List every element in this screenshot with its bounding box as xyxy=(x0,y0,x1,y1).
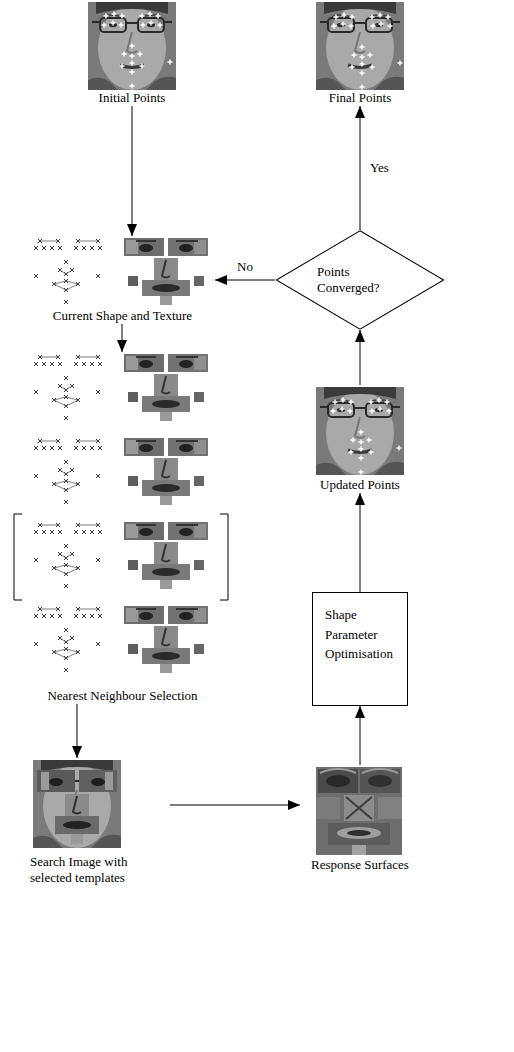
updated-face-image xyxy=(316,387,404,475)
final-face-image xyxy=(316,2,404,90)
flow-arrow xyxy=(122,324,123,352)
node-label: Points Converged? xyxy=(317,264,403,295)
node-label: Shape Parameter Optimisation xyxy=(325,605,397,664)
image-caption: Final Points xyxy=(329,90,392,106)
decision-diamond: Points Converged? xyxy=(275,230,445,330)
flow-arrow xyxy=(360,493,361,592)
flow-arrow xyxy=(360,706,361,765)
image-caption: Current Shape and Texture xyxy=(53,308,192,324)
edge-label: No xyxy=(235,259,255,275)
image-caption: Response Surfaces xyxy=(311,857,409,873)
process-box: Shape Parameter Optimisation xyxy=(312,592,408,706)
image-caption: Nearest Neighbour Selection xyxy=(47,688,197,704)
flow-arrow xyxy=(360,330,361,385)
diamond-shape xyxy=(276,231,443,329)
flow-arrow xyxy=(132,106,133,236)
image-node: Search Image with selected templates xyxy=(30,758,170,885)
image-node: Current Shape and Texture xyxy=(30,236,215,324)
image-caption: Search Image with selected templates xyxy=(30,854,170,885)
shape-texture-sketch xyxy=(34,238,208,305)
response-surface-image xyxy=(316,767,402,855)
flow-arrow xyxy=(215,280,275,281)
flow-arrow xyxy=(360,106,361,230)
flow-arrow xyxy=(77,704,78,758)
image-node: Response Surfaces xyxy=(300,765,420,873)
search-image xyxy=(33,760,121,848)
selection-bracket xyxy=(14,514,228,600)
neighbour-sketches xyxy=(34,354,208,673)
image-node: Updated Points xyxy=(310,385,410,493)
image-caption: Updated Points xyxy=(320,477,400,493)
image-node: Initial Points xyxy=(86,2,178,106)
image-node: Nearest Neighbour Selection xyxy=(30,352,215,704)
image-node: Final Points xyxy=(312,2,408,106)
edge-label: Yes xyxy=(368,160,391,176)
initial-face-image xyxy=(88,2,176,90)
image-caption: Initial Points xyxy=(99,90,166,106)
flow-arrow xyxy=(170,805,300,806)
